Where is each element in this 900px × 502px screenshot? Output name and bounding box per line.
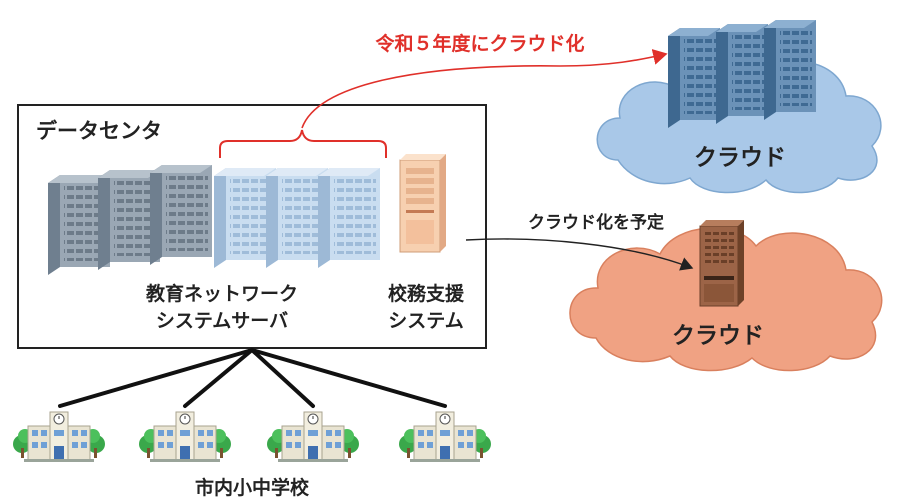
school-2: [138, 411, 232, 463]
school-support-server: [399, 154, 446, 253]
school-1: [12, 411, 106, 463]
migration-arrow: [301, 49, 668, 129]
cloud-orange-label: クラウド: [672, 322, 764, 348]
cloud-server-blue-1: [668, 28, 720, 128]
cloud-server-blue-3: [764, 20, 816, 120]
schools-label: 市内小中学校: [195, 476, 310, 499]
edu-network-label-2: システムサーバ: [156, 310, 288, 332]
school-support-label-1: 校務支援: [388, 282, 465, 305]
server-lightblue-3: [318, 168, 380, 268]
school-support-label-2: システム: [388, 311, 463, 332]
school-3: [266, 411, 360, 463]
server-gray-3: [150, 165, 212, 265]
migration-bracket: [219, 129, 387, 158]
edu-network-label-1: 教育ネットワーク: [146, 282, 298, 305]
datacenter-title: データセンタ: [36, 119, 162, 143]
cloud-blue-label: クラウド: [694, 144, 786, 170]
network-lines: [58, 348, 447, 408]
school-4: [398, 411, 492, 463]
planned-migration-arrow: [465, 238, 694, 271]
cloud-server-blue-2: [716, 24, 768, 124]
migration-label: 令和５年度にクラウド化: [375, 32, 584, 55]
cloud-server-brown: [699, 220, 744, 307]
planned-migration-label: クラウド化を予定: [528, 212, 664, 232]
